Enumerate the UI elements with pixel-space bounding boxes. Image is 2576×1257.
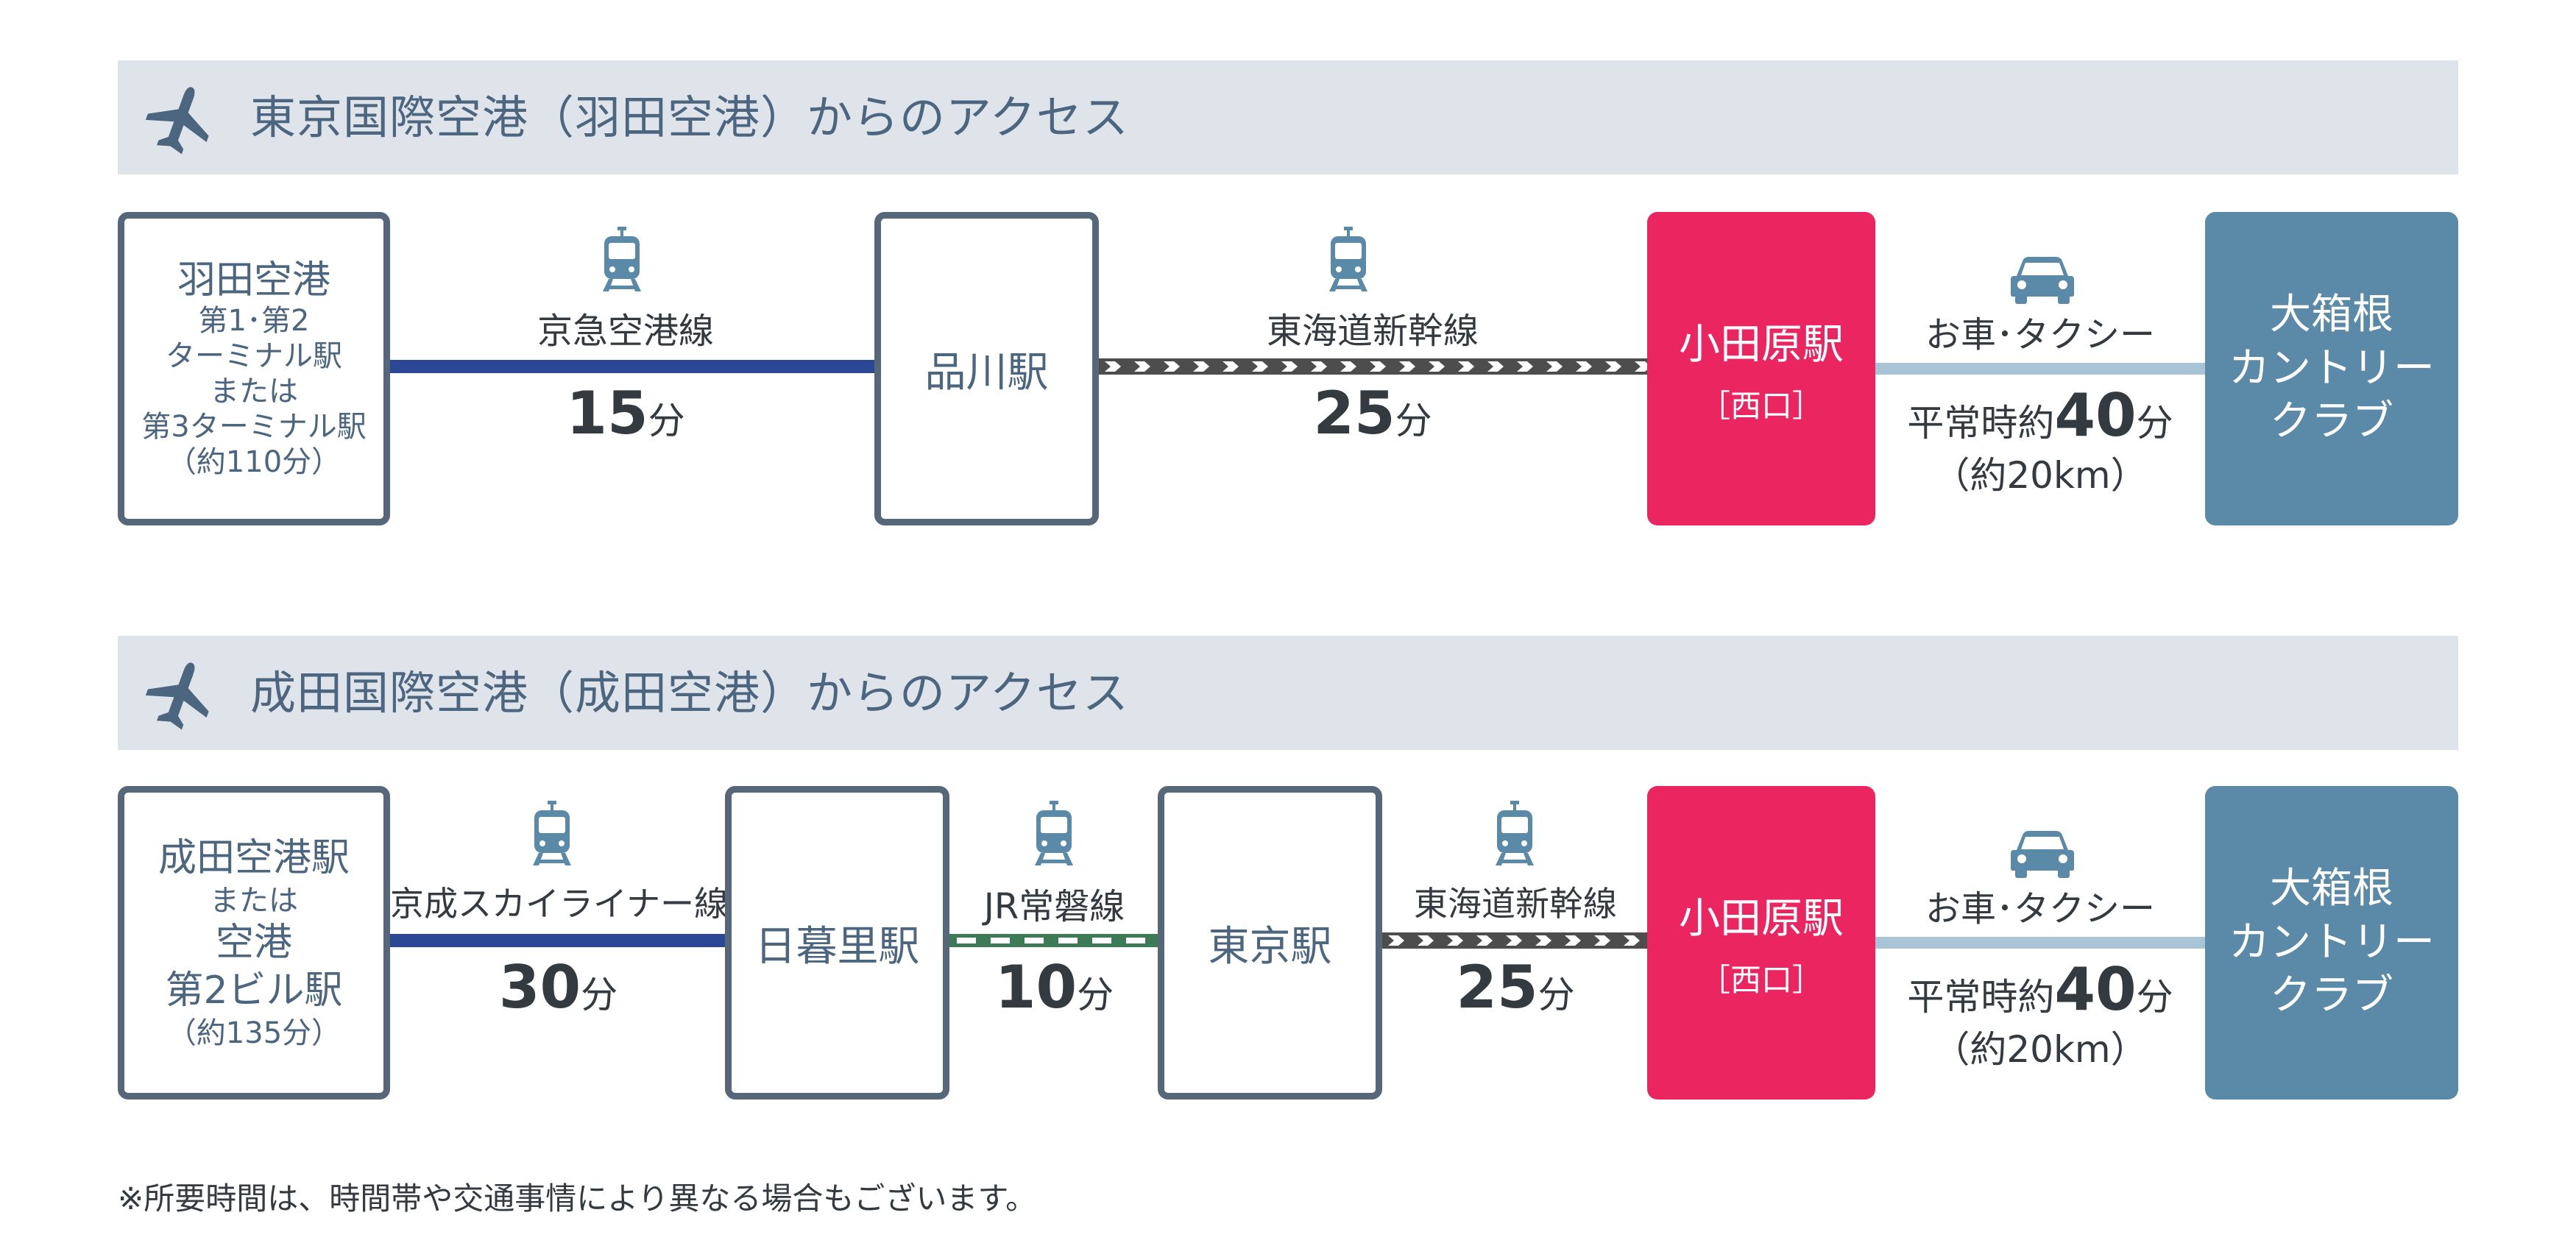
leg-line-name: お車･タクシー — [1925, 314, 2155, 355]
leg-distance: （約20km） — [1933, 454, 2148, 497]
destination-name-3: クラブ — [2270, 971, 2393, 1020]
train-icon — [1032, 801, 1076, 867]
origin-duration: （約110分） — [166, 445, 342, 480]
origin-or: または — [210, 375, 298, 409]
leg-prefix: 平常時約 — [1907, 402, 2055, 445]
leg-unit: 分 — [1077, 974, 1114, 1016]
skyliner-line — [390, 934, 726, 947]
leg-distance: （約20km） — [1933, 1028, 2148, 1071]
station-name: 品川駅 — [924, 348, 1049, 397]
section-title: 成田国際空港（成田空港）からのアクセス — [250, 666, 1129, 720]
leg-time: 平常時約40分 — [1875, 955, 2205, 1024]
leg-line-name: 京成スカイライナー線 — [390, 884, 729, 924]
destination-name-1: 大箱根 — [2270, 290, 2393, 339]
car-route-line — [1875, 363, 2205, 375]
leg-minutes: 30 — [498, 953, 581, 1021]
train-icon — [600, 227, 644, 293]
leg-unit: 分 — [2136, 976, 2173, 1019]
origin-name: 羽田空港 — [177, 258, 330, 302]
leg-time: 平常時約40分 — [1875, 381, 2205, 450]
station-name: 小田原駅 — [1679, 895, 1844, 943]
destination-name-1: 大箱根 — [2270, 864, 2393, 913]
origin-terminal3: 第3ターミナル駅 — [141, 410, 367, 445]
leg-minutes: 40 — [2054, 381, 2137, 450]
leg-unit: 分 — [2136, 402, 2173, 445]
origin-narita: 成田空港駅 または 空港 第2ビル駅 （約135分） — [118, 786, 390, 1100]
origin-duration: （約135分） — [166, 1016, 342, 1050]
destination-name-2: カントリー — [2229, 918, 2435, 966]
leg-prefix: 平常時約 — [1907, 976, 2055, 1019]
station-nippori: 日暮里駅 — [725, 786, 949, 1100]
train-icon — [1493, 801, 1537, 867]
train-icon — [1326, 227, 1370, 293]
leg-unit: 分 — [648, 400, 685, 442]
leg-line-name: 京急空港線 — [537, 311, 714, 352]
airplane-icon — [140, 658, 221, 732]
joban-line — [949, 934, 1159, 947]
station-shinagawa: 品川駅 — [874, 212, 1099, 525]
leg-time: 10分 — [949, 953, 1159, 1021]
leg-minutes: 15 — [566, 379, 648, 447]
footnote: ※所要時間は、時間帯や交通事情により異なる場合もございます。 — [118, 1180, 1037, 1217]
station-name: 東京駅 — [1208, 922, 1332, 971]
station-exit: ［西口］ — [1699, 388, 1823, 424]
leg-minutes: 10 — [994, 953, 1078, 1021]
origin-name: 成田空港駅 — [158, 835, 350, 880]
airplane-icon — [140, 82, 221, 156]
origin-name-3: 第2ビル駅 — [165, 968, 343, 1013]
origin-name-2: 空港 — [215, 920, 292, 965]
leg-minutes: 25 — [1456, 953, 1538, 1021]
section-header-narita: 成田国際空港（成田空港）からのアクセス — [118, 636, 2458, 750]
destination: 大箱根 カントリー クラブ — [2205, 786, 2458, 1100]
leg-time: 25分 — [1382, 953, 1649, 1021]
origin-terminal-station: ターミナル駅 — [166, 339, 342, 374]
leg-line-name: JR常磐線 — [983, 886, 1125, 927]
car-icon — [2009, 828, 2076, 879]
leg-unit: 分 — [581, 974, 618, 1016]
leg-time: 25分 — [1119, 379, 1627, 447]
section-title: 東京国際空港（羽田空港）からのアクセス — [250, 91, 1129, 144]
car-route-line — [1875, 937, 2205, 949]
leg-line-name: 東海道新幹線 — [1266, 311, 1479, 352]
station-name: 日暮里駅 — [754, 922, 920, 971]
destination-name-2: カントリー — [2229, 344, 2435, 392]
leg-time: 30分 — [390, 953, 726, 1021]
leg-time: 15分 — [412, 379, 839, 447]
leg-unit: 分 — [1395, 400, 1432, 442]
leg-unit: 分 — [1538, 974, 1575, 1016]
destination-name-3: クラブ — [2270, 397, 2393, 446]
car-icon — [2009, 254, 2076, 305]
shinkansen-line — [1099, 358, 1649, 375]
leg-line-name: お車･タクシー — [1925, 888, 2155, 930]
station-name: 小田原駅 — [1679, 321, 1844, 369]
train-icon — [530, 801, 574, 867]
station-odawara: 小田原駅 ［西口］ — [1647, 212, 1875, 525]
origin-or: または — [210, 883, 298, 918]
station-exit: ［西口］ — [1699, 962, 1823, 998]
section-header-haneda: 東京国際空港（羽田空港）からのアクセス — [118, 60, 2458, 174]
station-odawara: 小田原駅 ［西口］ — [1647, 786, 1875, 1100]
origin-terminal: 第1･第2 — [198, 304, 310, 339]
leg-minutes: 25 — [1313, 379, 1395, 447]
destination: 大箱根 カントリー クラブ — [2205, 212, 2458, 525]
leg-line-name: 東海道新幹線 — [1414, 884, 1617, 924]
keikyu-line — [390, 360, 876, 373]
origin-haneda: 羽田空港 第1･第2 ターミナル駅 または 第3ターミナル駅 （約110分） — [118, 212, 390, 525]
shinkansen-line — [1382, 932, 1649, 949]
leg-minutes: 40 — [2054, 955, 2137, 1024]
station-tokyo: 東京駅 — [1158, 786, 1382, 1100]
